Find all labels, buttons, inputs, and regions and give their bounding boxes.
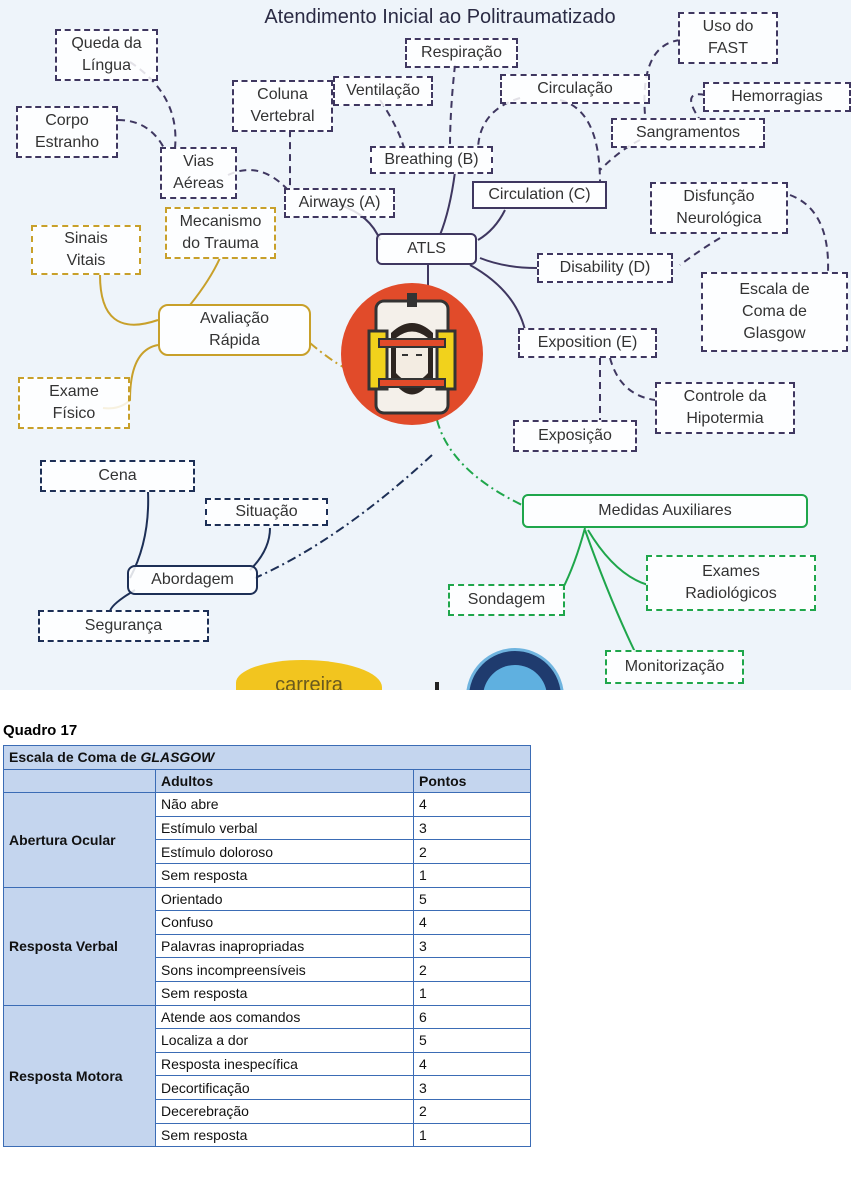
node-exames-radiologicos: Exames Radiológicos — [646, 555, 816, 611]
node-controle-da-hipotermia: Controle da Hipotermia — [655, 382, 795, 434]
response-cell: Sons incompreensíveis — [155, 957, 414, 982]
points-cell: 1 — [413, 862, 531, 888]
link-atls-circulation — [477, 209, 506, 241]
points-cell: 5 — [413, 886, 531, 912]
points-cell: 1 — [413, 980, 531, 1006]
header-adultos: Adultos — [155, 768, 414, 794]
node-exposition: Exposition (E) — [518, 328, 657, 358]
points-cell: 2 — [413, 839, 531, 864]
node-respiracao: Respiração — [405, 38, 518, 68]
response-cell: Decortificação — [155, 1075, 414, 1100]
node-circulation: Circulation (C) — [472, 181, 607, 209]
points-cell: 4 — [413, 910, 531, 935]
header-pontos: Pontos — [413, 768, 531, 794]
society-seal-logo — [466, 648, 564, 690]
logo-divider — [435, 682, 439, 690]
mindmap-diagram: Atendimento Inicial ao Politraumatizado … — [0, 0, 851, 690]
node-mecanismo-do-trauma: Mecanismo do Trauma — [165, 207, 276, 259]
response-cell: Atende aos comandos — [155, 1004, 414, 1030]
node-vias-aereas: Vias Aéreas — [160, 147, 237, 199]
group-label: Resposta Motora — [3, 1004, 156, 1148]
link-atls-disability — [479, 257, 538, 269]
response-cell: Confuso — [155, 910, 414, 935]
node-sangramentos: Sangramentos — [611, 118, 765, 148]
points-cell: 5 — [413, 1028, 531, 1053]
response-cell: Estímulo verbal — [155, 815, 414, 841]
node-abordagem: Abordagem — [127, 565, 258, 595]
node-queda-da-lingua: Queda da Língua — [55, 29, 158, 81]
node-monitorizacao: Monitorização — [605, 650, 744, 684]
node-exame-fisico: Exame Físico — [18, 377, 130, 429]
link-atls-breathing — [439, 171, 456, 236]
response-cell: Não abre — [155, 792, 414, 817]
points-cell: 3 — [413, 815, 531, 841]
node-corpo-estranho: Corpo Estranho — [16, 106, 118, 158]
points-cell: 1 — [413, 1122, 531, 1148]
node-disfuncao-neurologica: Disfunção Neurológica — [650, 182, 788, 234]
caption-emphasis: GLASGOW — [140, 749, 215, 766]
header-corner — [3, 768, 156, 794]
table-caption-row: Escala de Coma de GLASGOW — [3, 745, 531, 770]
points-cell: 2 — [413, 957, 531, 982]
group-label: Resposta Verbal — [3, 886, 156, 1006]
node-disability: Disability (D) — [537, 253, 673, 283]
points-cell: 6 — [413, 1004, 531, 1030]
node-sinais-vitais: Sinais Vitais — [31, 225, 141, 275]
response-cell: Estímulo doloroso — [155, 839, 414, 864]
response-cell: Localiza a dor — [155, 1028, 414, 1053]
table-caption: Escala de Coma de GLASGOW — [3, 745, 531, 770]
points-cell: 3 — [413, 1075, 531, 1100]
node-coluna-vertebral: Coluna Vertebral — [232, 80, 333, 132]
response-cell: Palavras inapropriadas — [155, 933, 414, 959]
node-atls: ATLS — [376, 233, 477, 265]
node-cena: Cena — [40, 460, 195, 492]
node-exposicao: Exposição — [513, 420, 637, 452]
table-header-row: Adultos Pontos — [3, 768, 531, 794]
response-cell: Resposta inespecífica — [155, 1051, 414, 1077]
node-sondagem: Sondagem — [448, 584, 565, 616]
response-cell: Decerebração — [155, 1098, 414, 1124]
quadro-label: Quadro 17 — [3, 722, 78, 739]
link-atls-exposition — [469, 264, 526, 331]
spine-board-patient-icon — [341, 283, 483, 425]
node-medidas-auxiliares: Medidas Auxiliares — [522, 494, 808, 528]
node-circulacao: Circulação — [500, 74, 650, 104]
caption-prefix: Escala de Coma de — [9, 749, 141, 766]
response-cell: Orientado — [155, 886, 414, 912]
node-seguranca: Segurança — [38, 610, 209, 642]
response-cell: Sem resposta — [155, 1122, 414, 1148]
node-avaliacao-rapida: Avaliação Rápida — [158, 304, 311, 356]
group-label: Abertura Ocular — [3, 792, 156, 888]
points-cell: 2 — [413, 1098, 531, 1124]
node-ventilacao: Ventilação — [333, 76, 433, 106]
node-situacao: Situação — [205, 498, 328, 526]
node-uso-do-fast: Uso do FAST — [678, 12, 778, 64]
mindmap-title: Atendimento Inicial ao Politraumatizado — [264, 6, 616, 28]
node-escala-de-coma-de-glasgow: Escala de Coma de Glasgow — [701, 272, 848, 352]
points-cell: 3 — [413, 933, 531, 959]
response-cell: Sem resposta — [155, 862, 414, 888]
points-cell: 4 — [413, 1051, 531, 1077]
node-airways: Airways (A) — [284, 188, 395, 218]
response-cell: Sem resposta — [155, 980, 414, 1006]
glasgow-coma-scale-table: Escala de Coma de GLASGOW Adultos Pontos… — [3, 745, 531, 1148]
node-hemorragias: Hemorragias — [703, 82, 851, 112]
node-breathing: Breathing (B) — [370, 146, 493, 174]
points-cell: 4 — [413, 792, 531, 817]
